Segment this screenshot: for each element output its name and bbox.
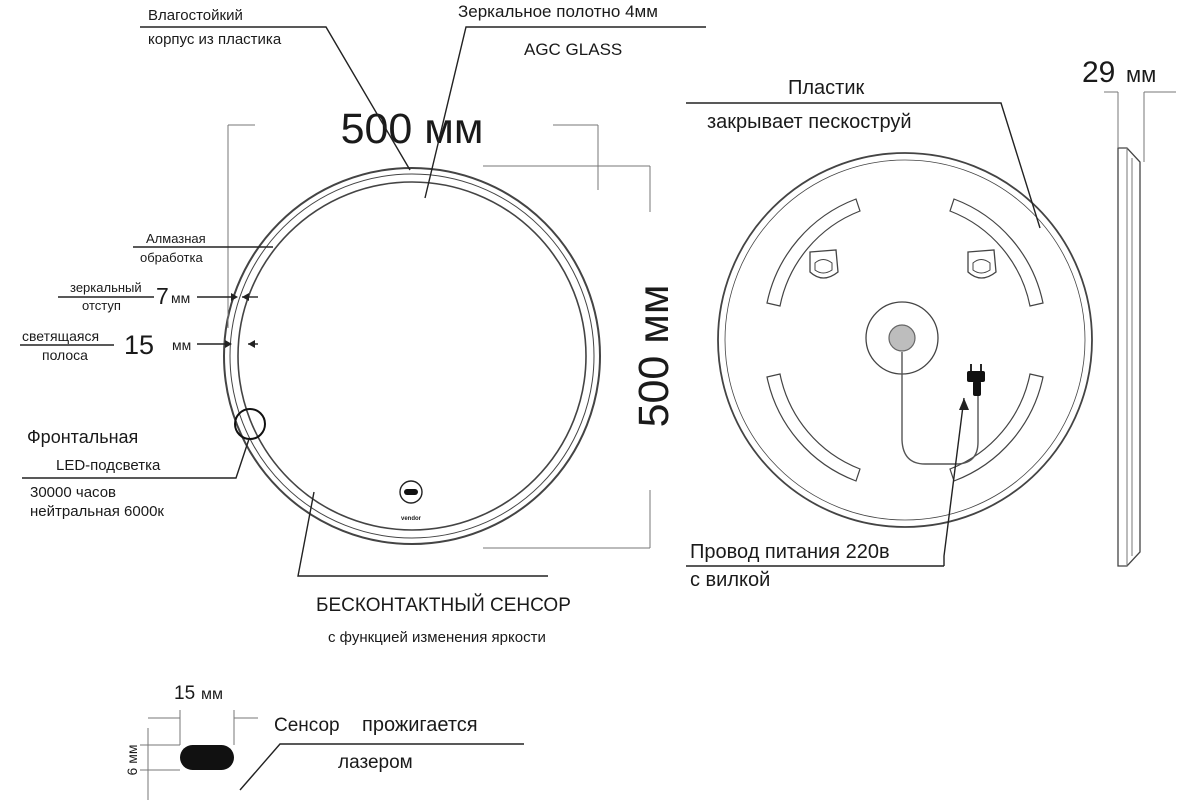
back-slot-top-right xyxy=(949,198,1044,307)
plastic-label-line1: Пластик xyxy=(788,77,865,99)
detail-height-label: 6 мм xyxy=(124,745,140,776)
detail-sensor-word: Сенсор xyxy=(274,715,340,736)
mirror-gap-unit: мм xyxy=(171,290,190,306)
detail-burn-word: прожигается xyxy=(362,714,478,736)
back-slot-bottom-left xyxy=(766,373,861,482)
cable-label-line2: с вилкой xyxy=(690,569,770,591)
light-strip-label-line2: полоса xyxy=(42,347,88,363)
detail-width-value: 15 xyxy=(174,683,195,704)
mount-hook-left xyxy=(809,249,839,279)
side-view: 29 мм xyxy=(1082,56,1176,567)
led-label-line3: 30000 часов xyxy=(30,484,116,501)
back-outer-edge xyxy=(717,152,1093,528)
height-dimension: 500 мм xyxy=(630,285,678,428)
sensor-pill-shape xyxy=(180,745,234,770)
detail-laser-word: лазером xyxy=(338,752,413,773)
glass-label-line1: Зеркальное полотно 4мм xyxy=(458,2,658,21)
led-label-line2: LED-подсветка xyxy=(56,457,161,474)
light-strip-label-line1: светящаяся xyxy=(22,328,99,344)
power-cable xyxy=(901,352,979,465)
back-center-knob xyxy=(888,324,916,352)
led-label-line1: Фронтальная xyxy=(27,427,138,447)
mirror-led-strip-outer xyxy=(229,173,595,539)
mirror-led-strip-inner xyxy=(237,181,587,531)
side-depth-unit: мм xyxy=(1126,62,1156,87)
housing-label-line1: Влагостойкий xyxy=(148,7,243,24)
mount-hook-right xyxy=(967,249,997,279)
cable-label-line1: Провод питания 220в xyxy=(690,541,890,563)
side-depth-value: 29 xyxy=(1082,56,1115,89)
sensor-label-line2: с функцией изменения яркости xyxy=(328,629,546,646)
back-slot-bottom-right xyxy=(949,373,1044,482)
sensor-button xyxy=(399,480,423,504)
front-view: vendor 500 мм 500 мм Влагостойкий корпус… xyxy=(20,2,706,646)
sensor-detail: 15 мм 6 мм Сенсор прожигается лазером xyxy=(124,683,524,800)
diamond-label-line2: обработка xyxy=(140,250,203,265)
light-strip-unit: мм xyxy=(172,337,191,353)
back-inner-edge xyxy=(724,159,1086,521)
led-detail-circle xyxy=(234,408,266,440)
mirror-outer-edge xyxy=(223,167,601,545)
detail-width-unit: мм xyxy=(201,686,223,703)
width-dimension: 500 мм xyxy=(341,105,484,153)
diamond-label-line1: Алмазная xyxy=(146,231,206,246)
side-profile xyxy=(1117,147,1141,567)
sensor-label-line1: БЕСКОНТАКТНЫЙ СЕНСОР xyxy=(316,594,571,616)
back-view: Пластик закрывает пескоструй Провод пита… xyxy=(686,77,1093,591)
plastic-label-line2: закрывает пескоструй xyxy=(707,111,912,133)
led-label-line4: нейтральная 6000к xyxy=(30,503,164,520)
mirror-gap-value: 7 xyxy=(156,283,169,309)
back-slot-top-left xyxy=(766,198,861,307)
power-plug-icon xyxy=(967,364,985,396)
housing-label-line2: корпус из пластика xyxy=(148,31,282,48)
light-strip-value: 15 xyxy=(124,330,154,360)
glass-label-line2: AGC GLASS xyxy=(524,40,622,59)
brand-mark: vendor xyxy=(401,516,422,522)
mirror-gap-label-line2: отступ xyxy=(82,298,121,313)
mirror-gap-label-line1: зеркальный xyxy=(70,280,142,295)
